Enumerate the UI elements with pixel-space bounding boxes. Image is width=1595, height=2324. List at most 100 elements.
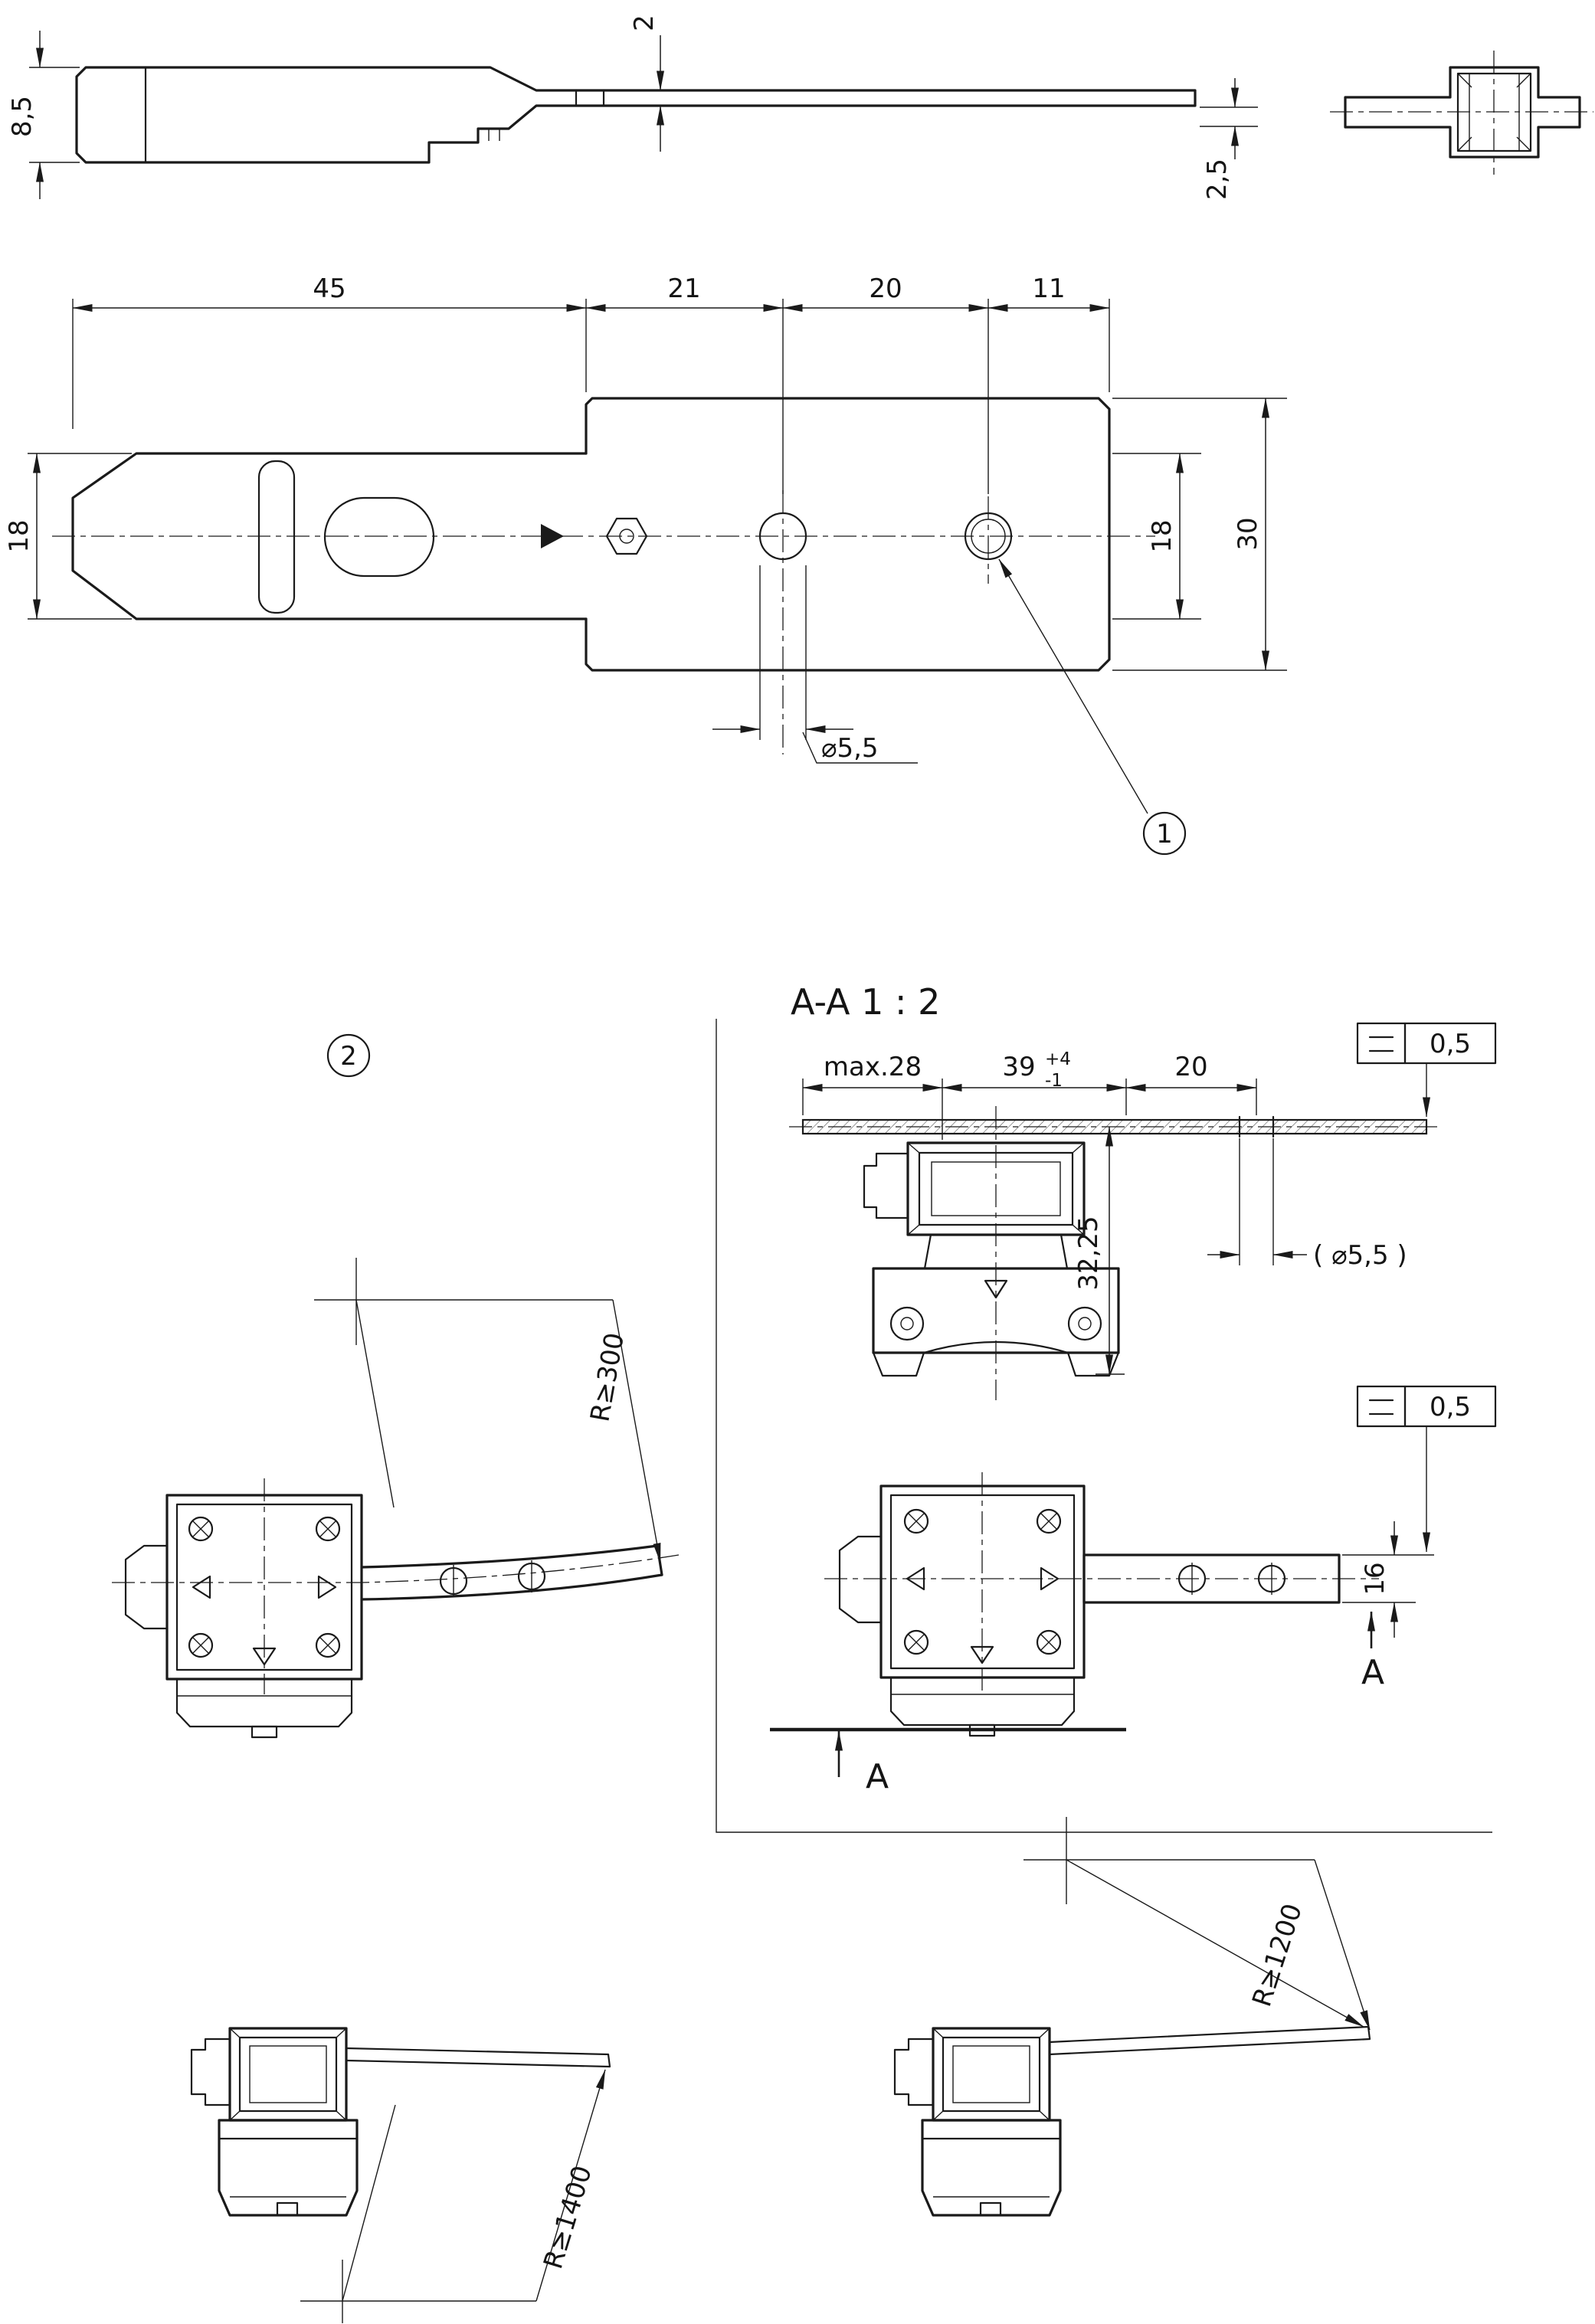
- view-bend-lateral: 2 R≥300: [112, 1033, 680, 1739]
- dim-label-dia-5-5: ⌀5,5: [821, 733, 879, 764]
- dim-label-39: 39: [1002, 1052, 1035, 1082]
- radius-label-r1400: R≥1400: [538, 2162, 598, 2273]
- dim-end-offset-2-5: 2,5: [1200, 78, 1258, 200]
- switch-neck: [923, 1233, 1069, 1270]
- blade-dl: [345, 2047, 611, 2068]
- dim-label-20: 20: [869, 273, 902, 304]
- cut-arrow-bottom: A: [835, 1730, 889, 1796]
- head-corner-bevels: [907, 1142, 1085, 1236]
- end-outline: [1344, 66, 1581, 159]
- section-title: A-A 1 : 2: [791, 981, 940, 1023]
- body-left-tab: [838, 1535, 883, 1624]
- view-actuator-plan: 45 21 20 11 18 18 30 ⌀5,5: [4, 273, 1287, 856]
- comb-teeth: [488, 129, 500, 141]
- callout-2-balloon: [326, 1033, 371, 1078]
- view-switch-plan-cut: 16 0,5 A A: [770, 1385, 1497, 1796]
- dim-label-11: 11: [1032, 273, 1065, 304]
- dim-label-2-5: 2,5: [1202, 159, 1233, 200]
- head-tab-dl: [190, 2038, 231, 2106]
- bent-blade-bottom: [360, 1573, 663, 1601]
- head-side-ur-inner: [942, 2036, 1041, 2113]
- strip-hole-edge-lines: [575, 89, 605, 107]
- base-tab-dl: [276, 2201, 299, 2217]
- dim-blade-width-16: 16: [1342, 1521, 1434, 1638]
- callout-2: 2: [326, 1033, 371, 1078]
- cut-arrow-right: A: [1361, 1611, 1384, 1692]
- view-bend-down: R≥1400: [190, 2027, 611, 2323]
- dim-label-39-tol-plus: +4: [1045, 1049, 1071, 1069]
- head-oval-cutout: [323, 496, 435, 578]
- dim-label-2: 2: [629, 15, 660, 31]
- parallelism-icon: [1368, 1036, 1394, 1052]
- callout-1: 1: [998, 558, 1187, 856]
- dim-label-20b: 20: [1174, 1052, 1207, 1082]
- tol-value-mid: 0,5: [1430, 1392, 1471, 1422]
- dim-width-plate-30: 30: [1112, 398, 1287, 671]
- switch-body-b-inner: [175, 1503, 353, 1671]
- cut-label-right: A: [1361, 1653, 1384, 1692]
- dim-height-32-25: 32,25: [1073, 1126, 1125, 1375]
- base-screw-left-inner: [900, 1317, 914, 1331]
- tol-value-box-2: [1403, 1385, 1497, 1428]
- callout-1-number: 1: [1156, 819, 1173, 849]
- body-screws: [903, 1508, 1062, 1655]
- dim-chain-section: max.28 39 +4 -1 20: [802, 1049, 1257, 1140]
- callout-1-balloon: [1142, 811, 1187, 856]
- view-bend-up: R≥1200: [893, 1817, 1371, 2217]
- body-screws-b: [188, 1516, 341, 1658]
- radius-construction-r300: R≥300: [314, 1258, 661, 1563]
- base-screw-left: [889, 1306, 925, 1341]
- dim-label-16: 16: [1360, 1562, 1390, 1595]
- head-side-ur-inner2: [952, 2045, 1030, 2103]
- tol-value-box: [1403, 1022, 1497, 1065]
- head-side-tab: [863, 1152, 909, 1219]
- head-side-ur: [932, 2027, 1051, 2122]
- align-triangle-right-b: [317, 1575, 337, 1599]
- end-corner-hatch: [1457, 73, 1531, 152]
- radius-label-r1200: R≥1200: [1246, 1900, 1308, 2010]
- plate-outline: [585, 397, 1111, 672]
- head-tab-ur: [893, 2038, 935, 2106]
- tolerance-frame-top: 0,5: [1356, 1022, 1497, 1118]
- bent-blade-centerline: [112, 1554, 680, 1583]
- base-screw-right-inner: [1078, 1317, 1092, 1331]
- head-slot: [257, 460, 296, 614]
- dim-thickness-2: 2: [629, 15, 691, 152]
- dim-label-30: 30: [1233, 517, 1263, 550]
- dim-label-8-5: 8,5: [7, 96, 38, 137]
- body-left-tab-b: [124, 1544, 169, 1630]
- section-border: [716, 1019, 1492, 1833]
- dim-label-32-25: 32,25: [1073, 1216, 1104, 1290]
- base-dl: [218, 2119, 359, 2217]
- view-actuator-side: 8,5 2 2,5: [7, 15, 1258, 200]
- dim-height-8-5: 8,5: [7, 31, 80, 199]
- section-region: A-A 1 : 2: [716, 981, 1492, 1833]
- tol-value-top: 0,5: [1430, 1029, 1471, 1059]
- dim-label-max28: max.28: [824, 1052, 922, 1082]
- dim-hole-dia: ⌀5,5: [712, 565, 918, 764]
- dim-width-head-18: 18: [4, 453, 132, 620]
- tolerance-frame-mid: 0,5: [1356, 1385, 1497, 1553]
- dim-chain-top: 45 21 20 11: [72, 273, 1110, 494]
- view-section-aa: max.28 39 +4 -1 20 32,25 ( ⌀5,5 ) 0,5: [789, 1022, 1497, 1400]
- tol-symbol-box-2: [1356, 1385, 1407, 1428]
- dim-hole-dia-ref: ( ⌀5,5 ): [1207, 1138, 1407, 1271]
- view-actuator-end: [1330, 51, 1593, 175]
- dim-width-blade-18: 18: [1112, 453, 1201, 620]
- base-ur: [921, 2119, 1062, 2217]
- part-outline: [75, 66, 1197, 164]
- cut-label-bottom: A: [866, 1757, 889, 1796]
- tol-symbol-box: [1356, 1022, 1407, 1065]
- head-side-dl-inner: [238, 2036, 338, 2113]
- dim-label-dia-ref: ( ⌀5,5 ): [1313, 1240, 1407, 1271]
- head-side-dl-inner2: [249, 2045, 327, 2103]
- callout-2-number: 2: [340, 1041, 357, 1072]
- base-tab-ur: [979, 2201, 1002, 2217]
- bracket-tab-b: [251, 1725, 278, 1739]
- head-side-dl: [228, 2027, 348, 2122]
- radius-label-r300: R≥300: [585, 1331, 630, 1424]
- dim-label-18-right: 18: [1147, 519, 1177, 552]
- align-triangle-left-b: [192, 1575, 211, 1599]
- bent-blade-top: [360, 1544, 659, 1569]
